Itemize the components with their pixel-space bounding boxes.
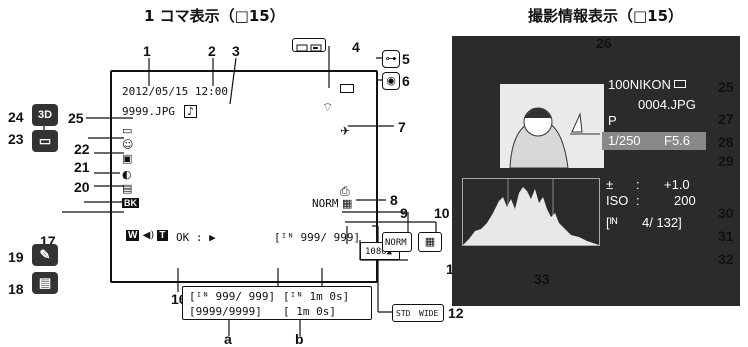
hd-label: 1080▲ [365, 247, 393, 257]
iso-label: ISO [606, 193, 629, 208]
movie-time-internal: [ᴵᴺ 1m 0s] [283, 290, 350, 303]
exposure-bar [602, 132, 706, 150]
iso-value: 200 [674, 193, 696, 208]
favorite-icon: ▤ [32, 272, 58, 294]
filename: 9999.JPG [122, 105, 175, 118]
d-lighting-icon: ◐ [122, 168, 132, 181]
callout-33: 33 [534, 271, 550, 287]
callout-19: 19 [8, 249, 24, 265]
callout-5: 5 [402, 51, 410, 67]
skin-soft-icon: ▤ [122, 182, 133, 195]
callout-24: 24 [8, 109, 24, 125]
gps-icon: ✈ [340, 124, 351, 138]
quality: NORM [312, 197, 339, 210]
iso-sep: : [636, 193, 640, 208]
image-count: 4/ 132] [642, 215, 682, 230]
image-mode-callout-icon: ▦ [418, 232, 442, 252]
thumbnail-image [500, 84, 604, 169]
speaker-icon: ◀) [142, 230, 155, 241]
callout-12: 12 [448, 305, 464, 321]
battery-icon [340, 84, 354, 93]
callout-22: 22 [74, 141, 90, 157]
movie-options-callout: STD WIDE [392, 304, 444, 322]
callout-25: 25 [68, 110, 84, 126]
callout-4: 4 [352, 39, 360, 55]
aperture: F5.6 [664, 133, 691, 148]
callout-2: 2 [208, 43, 216, 59]
shutter-speed: 1/250 [608, 133, 641, 148]
exposure-sep: : [636, 177, 640, 192]
movie-time-card: [ 1m 0s] [283, 305, 336, 318]
datetime: 2012/05/15 12:00 [122, 85, 228, 98]
label-a: a [224, 331, 232, 347]
small-picture-icon: ▭ [122, 124, 133, 137]
shooting-info-panel: 100NIKON 0004.JPG P 1/250 F5.6 ± : +1.0 … [452, 36, 740, 306]
3d-icon: 3D [32, 104, 58, 126]
zoom-w-icon: W [126, 230, 140, 241]
count-prefix: [ᴵᴺ [606, 215, 618, 230]
bk-icon: BK [122, 198, 139, 208]
callout-7: 7 [398, 119, 406, 135]
face-icon: ☺ [122, 138, 134, 151]
frame-counter: [ᴵᴺ 999/ 999] [274, 232, 360, 244]
callout-9: 9 [400, 205, 408, 221]
callout-29: 29 [718, 153, 734, 169]
exposure-comp-icon: ± [606, 177, 614, 192]
remaining-internal: [ᴵᴺ 999/ 999] [189, 290, 276, 303]
play-hint: OK : ▶ [176, 231, 216, 244]
remaining-card: [9999/9999] [189, 305, 262, 318]
callout-26: 26 [596, 35, 612, 51]
memory-remaining-box: [ᴵᴺ 999/ 999] [9999/9999] [ᴵᴺ 1m 0s] [ 1… [182, 286, 372, 320]
callout-10: 10 [434, 205, 450, 221]
protect-icon: ⌔ [322, 100, 334, 114]
crop-icon: ▣ [122, 152, 133, 165]
zoom-t-icon: T [157, 230, 168, 241]
histogram [462, 178, 600, 246]
print-icon: ⎙ [340, 184, 350, 198]
sequence-icon: ▭ [32, 130, 58, 152]
eyefi-callout-icon: ◉ [382, 72, 400, 90]
left-title: 1 コマ表示（□15） [144, 7, 285, 25]
frame-counter-value: 999/ 999] [300, 231, 361, 244]
callout-31: 31 [718, 228, 734, 244]
callout-32: 32 [718, 251, 734, 267]
label-b: b [295, 331, 304, 347]
callout-25-right: 25 [718, 79, 734, 95]
protect-callout-icon: ⊶ [382, 50, 400, 68]
wide-label: WIDE [419, 309, 439, 318]
callout-21: 21 [74, 159, 90, 175]
callout-23: 23 [8, 131, 24, 147]
callout-18: 18 [8, 281, 24, 297]
battery-icon-right [674, 80, 686, 88]
folder-name: 100NIKON [608, 77, 671, 92]
edit-icon: ✎ [32, 244, 58, 266]
std-label: STD [396, 309, 411, 318]
voice-memo-icon: ♪ [184, 105, 197, 118]
volume-indicator: W ◀) T [126, 230, 168, 241]
norm-callout: NORM [382, 232, 412, 252]
callout-6: 6 [402, 73, 410, 89]
internal-memory-icon: [ᴵᴺ [274, 231, 294, 244]
image-size-icon: ▦ [342, 197, 353, 210]
callout-28: 28 [718, 134, 734, 150]
callout-30: 30 [718, 205, 734, 221]
lcd-screen: 2012/05/15 12:00 ⌔ 9999.JPG ♪ ▭ ☺ ▣ ◐ ▤ … [110, 70, 378, 283]
file-name: 0004.JPG [638, 97, 696, 112]
callout-8: 8 [390, 192, 398, 208]
callout-27: 27 [718, 111, 734, 127]
callout-1: 1 [143, 43, 151, 59]
callout-3: 3 [232, 43, 240, 59]
exposure-value: +1.0 [664, 177, 690, 192]
callout-20: 20 [74, 179, 90, 195]
norm-label: NORM [385, 238, 407, 248]
right-title: 撮影情報表示（□15） [528, 7, 684, 25]
battery-callout [292, 38, 326, 52]
shooting-mode: P [608, 113, 617, 128]
